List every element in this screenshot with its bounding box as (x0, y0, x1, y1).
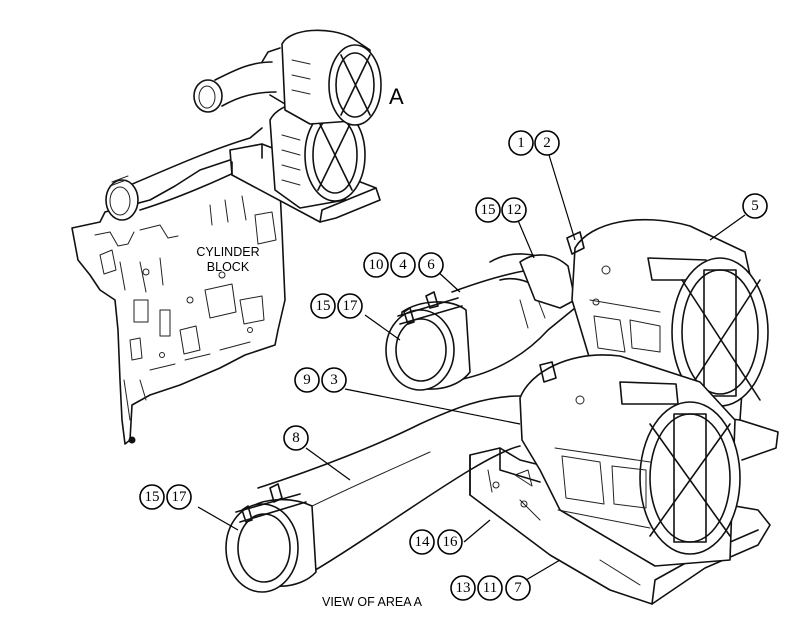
svg-text:16: 16 (443, 534, 459, 550)
callout-15-lower: 15 (139, 484, 165, 510)
callout-9: 9 (294, 367, 320, 393)
callout-17-lower: 17 (166, 484, 192, 510)
callout-14: 14 (409, 529, 435, 555)
svg-text:7: 7 (514, 580, 522, 596)
cylinder-block-details (94, 195, 277, 421)
callout-3: 3 (321, 367, 347, 393)
svg-text:8: 8 (292, 430, 300, 446)
callout-11: 11 (477, 575, 503, 601)
callout-6: 6 (418, 252, 444, 278)
callouts: 1 2 5 15 12 10 4 6 15 17 9 3 8 15 17 14 … (139, 130, 768, 601)
main-lower-clamp (225, 483, 317, 593)
svg-text:10: 10 (369, 257, 384, 273)
area-marker-label: A (389, 84, 404, 109)
cylinder-block-label-line1: CYLINDER (196, 245, 259, 259)
main-upper-clamp (385, 291, 471, 391)
callout-16: 16 (437, 529, 463, 555)
callout-4: 4 (390, 252, 416, 278)
callout-15-upper: 15 (475, 197, 501, 223)
main-upper-hose (451, 253, 576, 381)
cylinder-block-outline (71, 149, 286, 445)
callout-1: 1 (508, 130, 534, 156)
callout-7: 7 (505, 575, 531, 601)
svg-text:3: 3 (330, 372, 338, 388)
svg-text:2: 2 (543, 135, 551, 151)
svg-text:4: 4 (399, 257, 407, 273)
leader-lines (197, 154, 746, 581)
svg-text:5: 5 (751, 198, 759, 214)
svg-text:12: 12 (507, 202, 522, 218)
callout-5: 5 (742, 193, 768, 219)
callout-12: 12 (501, 197, 527, 223)
svg-text:11: 11 (483, 580, 497, 596)
svg-text:1: 1 (517, 135, 525, 151)
callout-15-mid: 15 (310, 293, 336, 319)
cylinder-block-label-line2: BLOCK (207, 260, 250, 274)
callout-17-mid: 17 (337, 293, 363, 319)
svg-text:9: 9 (303, 372, 311, 388)
main-lower-air-cleaner (519, 354, 741, 567)
overview-assembly (71, 29, 382, 445)
block-mount-bolt (128, 436, 136, 444)
view-caption: VIEW OF AREA A (322, 595, 423, 609)
svg-text:17: 17 (343, 298, 359, 314)
callout-10: 10 (363, 252, 389, 278)
svg-text:15: 15 (145, 489, 160, 505)
svg-text:14: 14 (415, 534, 431, 550)
svg-text:6: 6 (427, 257, 435, 273)
overview-lower-air-cleaner (269, 100, 366, 209)
svg-text:17: 17 (172, 489, 188, 505)
svg-text:13: 13 (456, 580, 471, 596)
overview-upper-air-cleaner (281, 29, 382, 126)
callout-2: 2 (534, 130, 560, 156)
callout-8: 8 (283, 425, 309, 451)
svg-text:15: 15 (481, 202, 496, 218)
svg-text:15: 15 (316, 298, 331, 314)
overview-upper-tube (214, 61, 277, 107)
main-long-tube (257, 395, 521, 573)
callout-13: 13 (450, 575, 476, 601)
overview-upper-clamp (193, 79, 223, 113)
